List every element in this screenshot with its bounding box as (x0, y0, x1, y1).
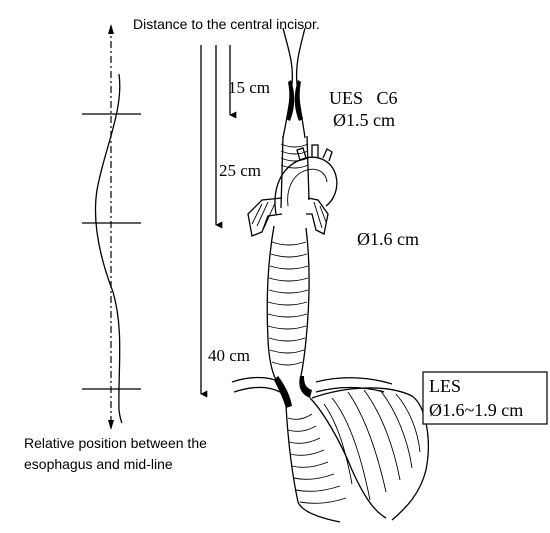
left-bronchus-rings (251, 201, 276, 229)
ues-diameter: Ø1.5 cm (333, 110, 395, 130)
aortic-branches (296, 144, 333, 162)
les-label: LES (429, 376, 461, 396)
midline-schematic (82, 24, 141, 430)
les-sphincter-left (274, 376, 292, 408)
distance-15cm-label: 15 cm (228, 78, 270, 97)
left-main-bronchus (247, 197, 283, 237)
esophagus-mucosal-folds (267, 241, 309, 366)
abdominal-esophagus-left (285, 405, 341, 523)
diaphragm (231, 376, 393, 393)
distance-arrows (200, 45, 237, 398)
esophagus-illustration (231, 27, 429, 523)
ues-sphincter-left (286, 80, 295, 121)
stomach-greater-curvature (311, 387, 429, 521)
esophagus-left-wall (266, 225, 277, 381)
caption-line-2: esophagus and mid-line (24, 456, 173, 472)
abdominal-esophagus-right (309, 397, 387, 519)
esophagus-right-wall (299, 227, 310, 381)
aortic-arch (274, 156, 338, 215)
mid-esophagus-diameter: Ø1.6 cm (357, 229, 419, 249)
stomach-rugae (323, 389, 421, 501)
caption-line-1: Relative position between the (24, 435, 207, 451)
arrowhead-down (108, 420, 114, 430)
les-callout-box (422, 371, 548, 425)
ues-sphincter-right (294, 80, 303, 121)
upper-esophagus-right-wall (306, 135, 310, 201)
right-bronchus-rings (313, 201, 327, 229)
diagram-title: Distance to the central incisor. (133, 16, 320, 32)
arrowhead-up (108, 24, 114, 34)
upper-esophagus-left-wall (280, 135, 284, 209)
les-callout: LES Ø1.6~1.9 cm (422, 371, 548, 425)
esophagus-course-curve (94, 73, 123, 424)
abdominal-esophagus-folds (287, 413, 347, 504)
distance-40cm-label: 40 cm (208, 346, 250, 365)
les-sphincter-right (299, 376, 312, 398)
aortic-arch-inner (287, 168, 328, 207)
ues-label: UES C6 (329, 88, 398, 108)
distance-25cm-label: 25 cm (219, 161, 261, 180)
upper-tracheal-rings (280, 143, 309, 169)
right-main-bronchus (306, 197, 329, 235)
les-diameter: Ø1.6~1.9 cm (429, 400, 523, 420)
